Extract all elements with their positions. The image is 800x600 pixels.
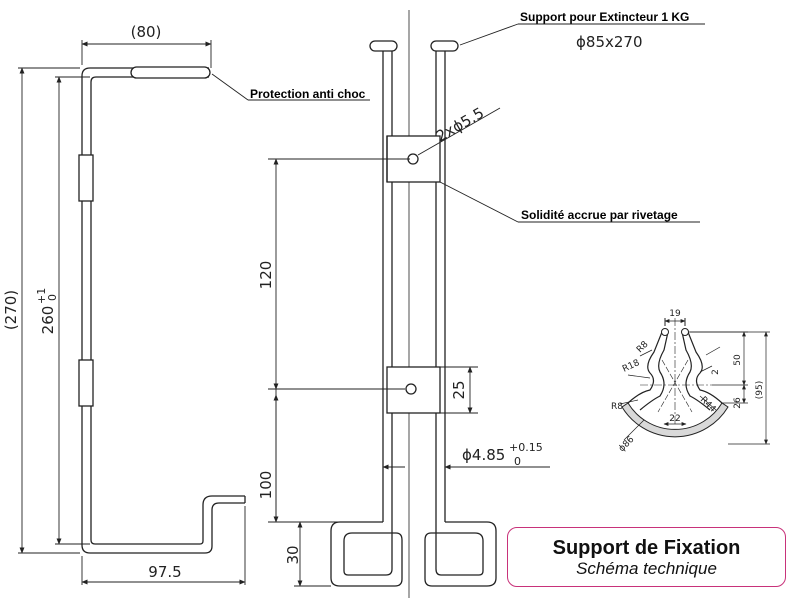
dim-wire-tol-lower: 0 bbox=[514, 455, 521, 468]
side-plate-top bbox=[78, 154, 94, 202]
rivet-hole-bottom bbox=[405, 383, 417, 395]
dim-width-bottom: 97.5 bbox=[148, 563, 181, 581]
callout-support: Support pour Extincteur 1 KG bbox=[520, 10, 689, 24]
dim-wire-group: ϕ4.85 +0.15 0 bbox=[462, 441, 543, 468]
callout-protection-leader bbox=[211, 73, 370, 101]
dim-wire-dia: ϕ4.85 bbox=[462, 446, 505, 464]
side-plate-bottom bbox=[78, 359, 94, 407]
detail-d86: ϕ86 bbox=[617, 435, 637, 455]
detail-d95: (95) bbox=[755, 381, 765, 399]
dim-height-260-tol-lower: 0 bbox=[46, 294, 59, 301]
side-view-dimensions bbox=[18, 40, 246, 585]
callout-solidite-leader bbox=[439, 181, 700, 223]
protection-sleeve bbox=[130, 66, 211, 79]
dim-spacing-30: 30 bbox=[284, 545, 302, 564]
dim-spacing-120: 120 bbox=[257, 261, 275, 290]
detail-d2: 2 bbox=[711, 369, 721, 375]
top-cap-right bbox=[430, 40, 459, 52]
dim-spacing-100: 100 bbox=[257, 471, 275, 500]
dim-width-top: (80) bbox=[131, 23, 162, 41]
detail-d26: 26 bbox=[733, 397, 743, 409]
dim-overall-height: (270) bbox=[2, 290, 20, 330]
dim-height-260-tol-upper: +1 bbox=[35, 288, 48, 304]
callout-protection: Protection anti choc bbox=[250, 87, 366, 101]
dim-extinguisher-size: ϕ85x270 bbox=[576, 33, 643, 51]
callout-support-leader bbox=[459, 23, 705, 46]
detail-r8-top: R8 bbox=[635, 339, 651, 355]
callout-solidite: Solidité accrue par rivetage bbox=[521, 208, 678, 222]
detail-d22: 22 bbox=[669, 414, 680, 424]
detail-view bbox=[619, 318, 770, 445]
dim-height-260: 260 bbox=[39, 306, 57, 335]
detail-r8-bottom: R8 bbox=[611, 402, 623, 412]
front-view-dimensions bbox=[268, 107, 550, 587]
detail-d19: 19 bbox=[669, 309, 681, 319]
dim-spacing-25: 25 bbox=[450, 380, 468, 399]
dim-height-260-group: 260 +1 0 bbox=[35, 288, 59, 335]
front-view bbox=[330, 10, 497, 598]
title-block-subtitle: Schéma technique bbox=[576, 559, 717, 578]
detail-r18: R18 bbox=[621, 358, 642, 375]
top-cap-left bbox=[369, 40, 398, 52]
side-view bbox=[78, 66, 246, 554]
title-block-title: Support de Fixation bbox=[552, 537, 741, 559]
detail-d50: 50 bbox=[733, 354, 743, 366]
dim-wire-tol-upper: +0.15 bbox=[509, 441, 543, 454]
dim-holes: 2xϕ5.5 bbox=[433, 104, 487, 146]
title-block: Support de Fixation Schéma technique bbox=[507, 527, 786, 587]
